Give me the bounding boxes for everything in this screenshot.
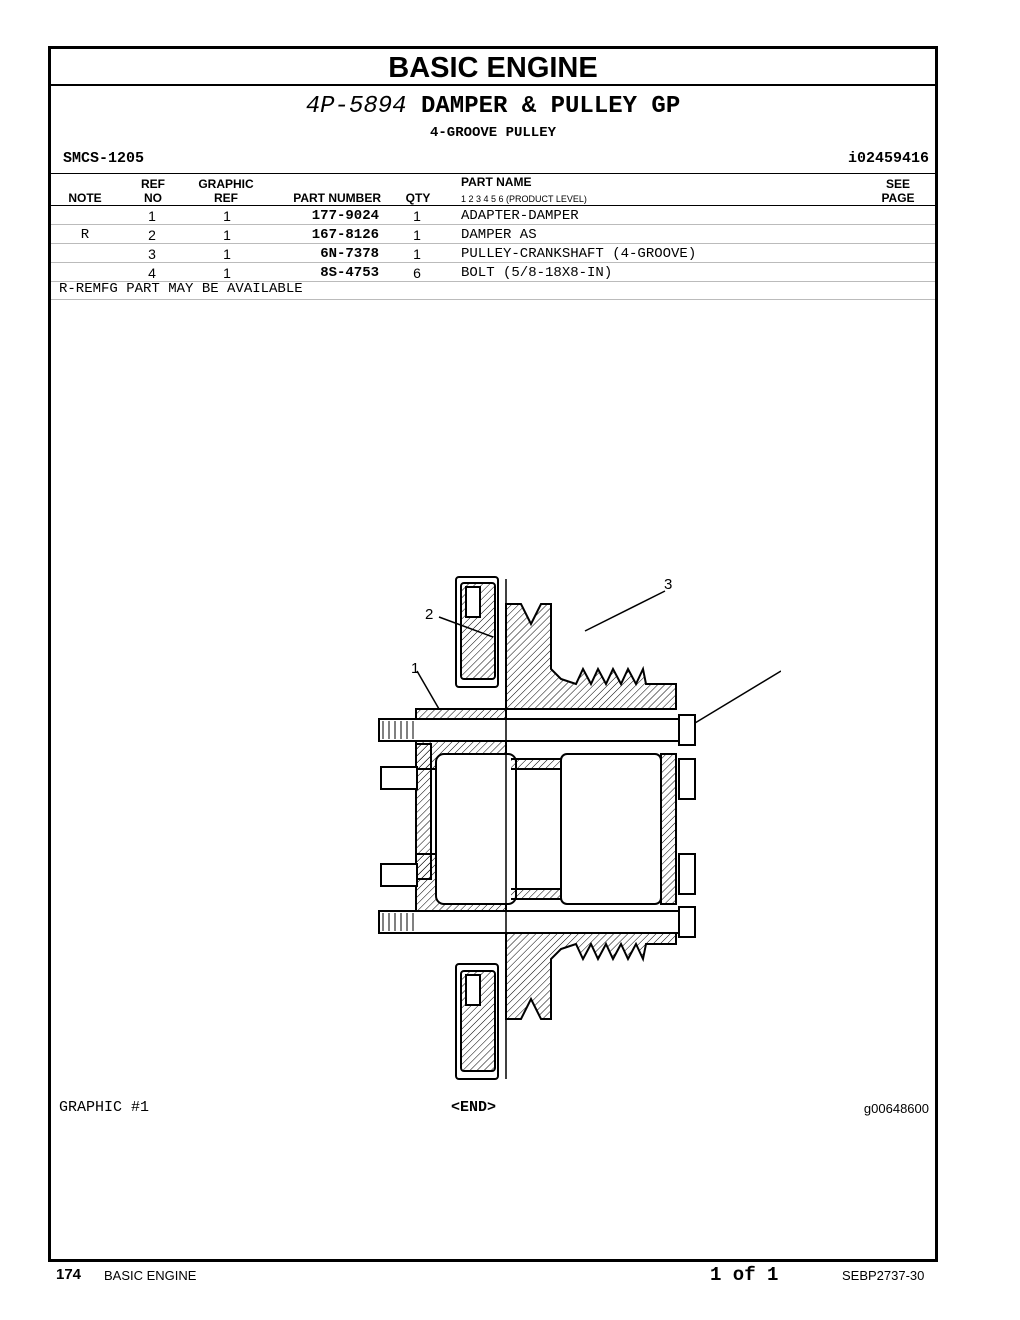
footer-page-count: 1 of 1 bbox=[710, 1264, 779, 1286]
end-marker: <END> bbox=[451, 1099, 497, 1116]
cell-graphic-ref: 1 bbox=[223, 208, 231, 224]
cell-graphic-ref: 1 bbox=[223, 265, 231, 281]
cell-qty: 6 bbox=[413, 265, 421, 281]
header-qty: QTY bbox=[405, 191, 431, 205]
group-name: DAMPER & PULLEY GP bbox=[420, 93, 681, 120]
footer-page-number: 174 bbox=[56, 1266, 82, 1283]
table-row[interactable]: 1 1 177-9024 1 ADAPTER-DAMPER bbox=[51, 206, 935, 225]
graphic-label: GRAPHIC #1 bbox=[59, 1099, 150, 1116]
cell-part-number[interactable]: 177-9024 bbox=[311, 208, 379, 224]
damper-pulley-drawing: 2 3 1 4 bbox=[378, 576, 781, 1080]
cell-note: R bbox=[80, 227, 90, 243]
info-id: i02459416 bbox=[847, 150, 929, 167]
footer-document-id: SEBP2737-30 bbox=[842, 1268, 925, 1283]
bolt-lower bbox=[378, 910, 680, 934]
header-product-levels: 1 2 3 4 5 6 (PRODUCT LEVEL) bbox=[461, 194, 587, 204]
table-row[interactable]: 4 1 8S-4753 6 BOLT (5/8-18X8-IN) bbox=[51, 263, 935, 282]
footnote-rule bbox=[51, 299, 935, 300]
group-subtitle: 4-GROOVE PULLEY bbox=[429, 125, 557, 141]
cell-part-name: BOLT (5/8-18X8-IN) bbox=[461, 265, 613, 281]
header-see-top: SEE bbox=[885, 177, 910, 191]
section-title: BASIC ENGINE bbox=[51, 49, 935, 86]
cell-graphic-ref: 1 bbox=[223, 246, 231, 262]
header-part-number: PART NUMBER bbox=[293, 191, 381, 205]
cell-ref: 4 bbox=[148, 265, 156, 281]
header-note: NOTE bbox=[68, 191, 102, 205]
bolt-head bbox=[678, 714, 696, 746]
callout-1: 1 bbox=[411, 660, 419, 677]
header-part-name: PART NAME bbox=[461, 175, 532, 189]
cell-part-number[interactable]: 6N-7378 bbox=[320, 246, 379, 262]
cell-part-name: PULLEY-CRANKSHAFT (4-GROOVE) bbox=[461, 246, 697, 262]
bolt-upper bbox=[378, 718, 680, 742]
header-graphic-top: GRAPHIC bbox=[198, 177, 254, 191]
cell-qty: 1 bbox=[413, 227, 421, 243]
cell-part-number[interactable]: 167-8126 bbox=[311, 227, 379, 243]
table-row[interactable]: R 2 1 167-8126 1 DAMPER AS bbox=[51, 225, 935, 244]
group-title: 4P-5894 DAMPER & PULLEY GP bbox=[51, 93, 935, 120]
adapter-cavity bbox=[435, 753, 517, 905]
callout-2: 2 bbox=[425, 606, 433, 623]
cell-ref: 3 bbox=[148, 246, 156, 262]
footer-section: BASIC ENGINE bbox=[104, 1268, 197, 1283]
table-row[interactable]: 3 1 6N-7378 1 PULLEY-CRANKSHAFT (4-GROOV… bbox=[51, 244, 935, 263]
header-ref-top: REF bbox=[141, 177, 165, 191]
header-graphic-bottom: REF bbox=[214, 191, 238, 205]
cell-ref: 2 bbox=[148, 227, 156, 243]
cell-qty: 1 bbox=[413, 208, 421, 224]
cell-ref: 1 bbox=[148, 208, 156, 224]
table-top-rule bbox=[51, 173, 935, 174]
graphic-id: g00648600 bbox=[863, 1101, 929, 1116]
cell-qty: 1 bbox=[413, 246, 421, 262]
pulley-lower bbox=[505, 913, 677, 1020]
smcs-code: SMCS-1205 bbox=[63, 150, 145, 167]
pulley-upper bbox=[505, 603, 677, 710]
remfg-footnote: R-REMFG PART MAY BE AVAILABLE bbox=[59, 281, 303, 297]
cell-part-number[interactable]: 8S-4753 bbox=[320, 265, 379, 281]
cell-part-name: DAMPER AS bbox=[461, 227, 537, 243]
table-header-rule bbox=[51, 205, 935, 206]
cell-graphic-ref: 1 bbox=[223, 227, 231, 243]
group-part-number[interactable]: 4P-5894 bbox=[305, 93, 407, 120]
cell-part-name: ADAPTER-DAMPER bbox=[461, 208, 579, 224]
callout-3: 3 bbox=[664, 576, 672, 593]
header-see-bottom: PAGE bbox=[881, 191, 915, 205]
page-frame: BASIC ENGINE 4P-5894 DAMPER & PULLEY GP … bbox=[48, 46, 938, 1262]
header-ref-bottom: NO bbox=[144, 191, 162, 205]
